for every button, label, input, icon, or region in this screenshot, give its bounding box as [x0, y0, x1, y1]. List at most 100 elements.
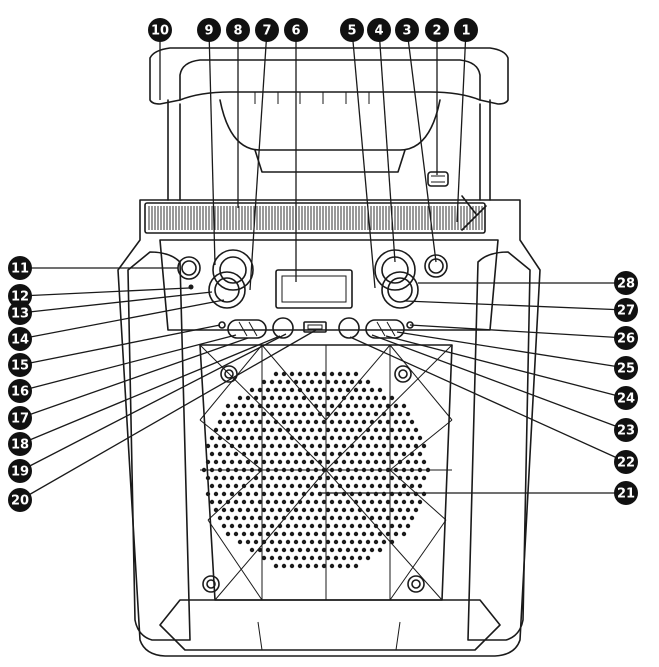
- grille-hole: [341, 427, 347, 433]
- grille-hole: [273, 403, 279, 409]
- grille-hole: [261, 555, 267, 561]
- grille-hole: [377, 435, 383, 441]
- grille-hole: [361, 435, 367, 441]
- grille-hole: [369, 531, 375, 537]
- leader-usb-port: [19, 329, 317, 501]
- grille-hole: [301, 379, 307, 385]
- grille-hole: [337, 371, 343, 377]
- grille-hole: [397, 459, 403, 465]
- grille-hole: [333, 507, 339, 513]
- left-upper-knob: [212, 249, 254, 291]
- grille-hole: [273, 435, 279, 441]
- top-speaker-grille: [144, 202, 486, 234]
- grille-hole: [317, 507, 323, 513]
- grille-hole: [241, 419, 247, 425]
- grille-hole: [265, 387, 271, 393]
- grille-hole: [245, 507, 251, 513]
- grille-hole: [333, 475, 339, 481]
- grille-hole: [365, 507, 371, 513]
- grille-hole: [241, 483, 247, 489]
- grille-hole: [281, 451, 287, 457]
- grille-hole: [309, 427, 315, 433]
- callout-5: 5: [340, 18, 364, 42]
- grille-hole: [409, 451, 415, 457]
- grille-hole: [221, 475, 227, 481]
- grille-hole: [289, 531, 295, 537]
- grille-hole: [301, 555, 307, 561]
- grille-hole: [297, 547, 303, 553]
- grille-hole: [353, 547, 359, 553]
- callout-label: 25: [617, 362, 635, 377]
- grille-hole: [265, 419, 271, 425]
- grille-hole: [341, 539, 347, 545]
- grille-hole: [325, 427, 331, 433]
- grille-hole: [233, 531, 239, 537]
- grille-hole: [225, 419, 231, 425]
- grille-hole: [321, 531, 327, 537]
- grille-hole: [213, 443, 219, 449]
- callout-label: 16: [11, 385, 29, 400]
- grille-hole: [269, 523, 275, 529]
- callout-label: 12: [11, 290, 29, 305]
- grille-hole: [269, 411, 275, 417]
- grille-hole: [337, 499, 343, 505]
- grille-hole: [241, 435, 247, 441]
- grille-hole: [249, 499, 255, 505]
- grille-hole: [265, 435, 271, 441]
- leader-left-round-button: [19, 335, 281, 445]
- grille-hole: [361, 531, 367, 537]
- grille-hole: [269, 443, 275, 449]
- grille-hole: [353, 483, 359, 489]
- right-rocker-button: [365, 319, 405, 339]
- grille-hole: [337, 531, 343, 537]
- grille-hole: [381, 427, 387, 433]
- grille-hole: [389, 395, 395, 401]
- right-lower-knob: [381, 271, 419, 309]
- grille-hole: [289, 499, 295, 505]
- grille-hole: [313, 547, 319, 553]
- callout-badge: [614, 450, 638, 474]
- grille-hole: [229, 427, 235, 433]
- grille-hole: [249, 547, 255, 553]
- grille-hole: [217, 435, 223, 441]
- grille-hole: [353, 435, 359, 441]
- grille-hole: [401, 467, 407, 473]
- callout-badge: [8, 284, 32, 308]
- grille-hole: [365, 475, 371, 481]
- grille-hole: [349, 427, 355, 433]
- grille-hole: [369, 435, 375, 441]
- grille-hole: [297, 499, 303, 505]
- callout-badge: [367, 18, 391, 42]
- grille-hole: [297, 387, 303, 393]
- grille-hole: [413, 459, 419, 465]
- grille-hole: [293, 555, 299, 561]
- grille-hole: [345, 451, 351, 457]
- grille-hole: [337, 387, 343, 393]
- grille-hole: [377, 419, 383, 425]
- grille-hole: [309, 523, 315, 529]
- grille-hole: [381, 411, 387, 417]
- grille-hole: [385, 531, 391, 537]
- grille-hole: [345, 531, 351, 537]
- grille-hole: [221, 523, 227, 529]
- callout-label: 7: [262, 24, 271, 39]
- grille-hole: [353, 467, 359, 473]
- grille-hole: [313, 467, 319, 473]
- grille-hole: [289, 547, 295, 553]
- grille-hole: [353, 563, 359, 569]
- right-upper-knob: [374, 249, 416, 291]
- grille-hole: [389, 443, 395, 449]
- grille-hole: [257, 467, 263, 473]
- leader-right-upper-knob: [378, 29, 396, 263]
- grille-hole: [345, 563, 351, 569]
- grille-hole: [417, 435, 423, 441]
- grille-hole: [345, 403, 351, 409]
- grille-hole: [397, 475, 403, 481]
- grille-hole: [257, 483, 263, 489]
- grille-hole: [373, 459, 379, 465]
- grille-hole: [265, 531, 271, 537]
- callout-2: 2: [425, 18, 449, 42]
- grille-hole: [301, 475, 307, 481]
- grille-hole: [313, 387, 319, 393]
- callout-7: 7: [255, 18, 279, 42]
